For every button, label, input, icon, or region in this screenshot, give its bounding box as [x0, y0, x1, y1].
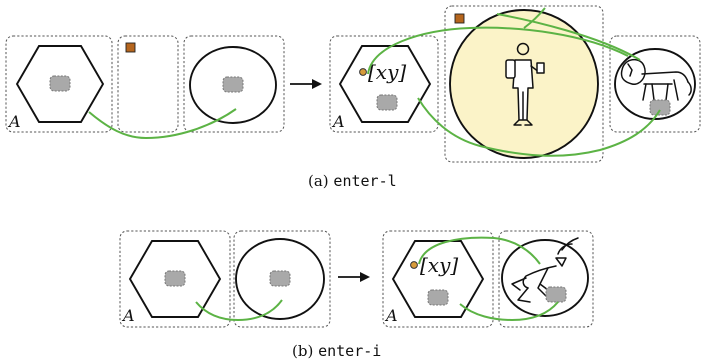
caption-a-code: enter-l	[333, 172, 396, 190]
lion-icon	[620, 58, 692, 101]
box-label-b: A	[121, 306, 135, 325]
frame-a-lion-box	[609, 35, 701, 133]
panel-a-after: [xy] A	[329, 5, 701, 163]
edge-b-after-top	[418, 236, 541, 265]
caption-a: (a) enter-l	[308, 172, 397, 190]
point-label-a: [xy]	[368, 60, 406, 84]
person-icon	[505, 42, 545, 126]
frame-a-after-hexagon-box	[329, 35, 439, 133]
edge-a-after-inner	[496, 13, 641, 61]
edge-b-before	[195, 299, 283, 322]
caption-a-prefix: (a)	[308, 172, 333, 190]
edge-a-before	[88, 108, 237, 140]
panel-b-after: [xy] A	[382, 230, 594, 328]
point-marker-a	[359, 68, 367, 76]
box-label-b-after: A	[384, 306, 398, 325]
caption-b-prefix: (b)	[292, 342, 318, 360]
box-label-a: A	[7, 112, 21, 131]
edge-a-after-branch	[523, 7, 546, 29]
box-label-a-after: A	[331, 112, 345, 131]
edge-a-after-bottom	[417, 97, 661, 157]
slot-b-after-circle	[545, 286, 567, 303]
marker-square-a-after	[454, 13, 465, 24]
frame-b-hexagon-box	[119, 230, 231, 328]
point-marker-b	[410, 261, 418, 269]
frame-b-circle-box	[233, 230, 331, 328]
caption-b-code: enter-i	[318, 342, 381, 360]
slot-b-before-circle	[269, 270, 291, 287]
slot-a-after-circle	[649, 99, 671, 116]
panel-b-before: A	[119, 230, 331, 328]
point-label-b: [xy]	[420, 253, 458, 277]
circle-b-after-gazelle	[501, 239, 589, 317]
frame-b-gazelle-box	[498, 230, 594, 328]
panel-a-before: A	[5, 35, 285, 140]
hexagon-a-after	[338, 45, 432, 123]
frame-a-highlight-box	[444, 5, 604, 163]
frame-a-hexagon-box	[5, 35, 113, 133]
hexagon-b-after	[391, 240, 485, 318]
marker-square-a-before	[125, 42, 136, 53]
slot-a-before-circle	[222, 76, 244, 93]
transition-arrow-a	[290, 79, 322, 89]
slot-a-after-hexagon	[376, 94, 398, 111]
slot-a-before-hexagon	[49, 75, 71, 92]
frame-a-marker-box	[117, 35, 179, 133]
caption-b: (b) enter-i	[292, 342, 381, 360]
slot-b-before-hexagon	[164, 270, 186, 287]
edge-a-after-top	[367, 26, 629, 75]
frame-b-after-hexagon-box	[382, 230, 494, 328]
transition-arrow-b	[338, 272, 370, 282]
frame-a-circle-box	[183, 35, 285, 133]
edge-b-after-bottom	[459, 301, 559, 322]
slot-b-after-hexagon	[427, 289, 449, 306]
gazelle-icon	[511, 237, 579, 303]
